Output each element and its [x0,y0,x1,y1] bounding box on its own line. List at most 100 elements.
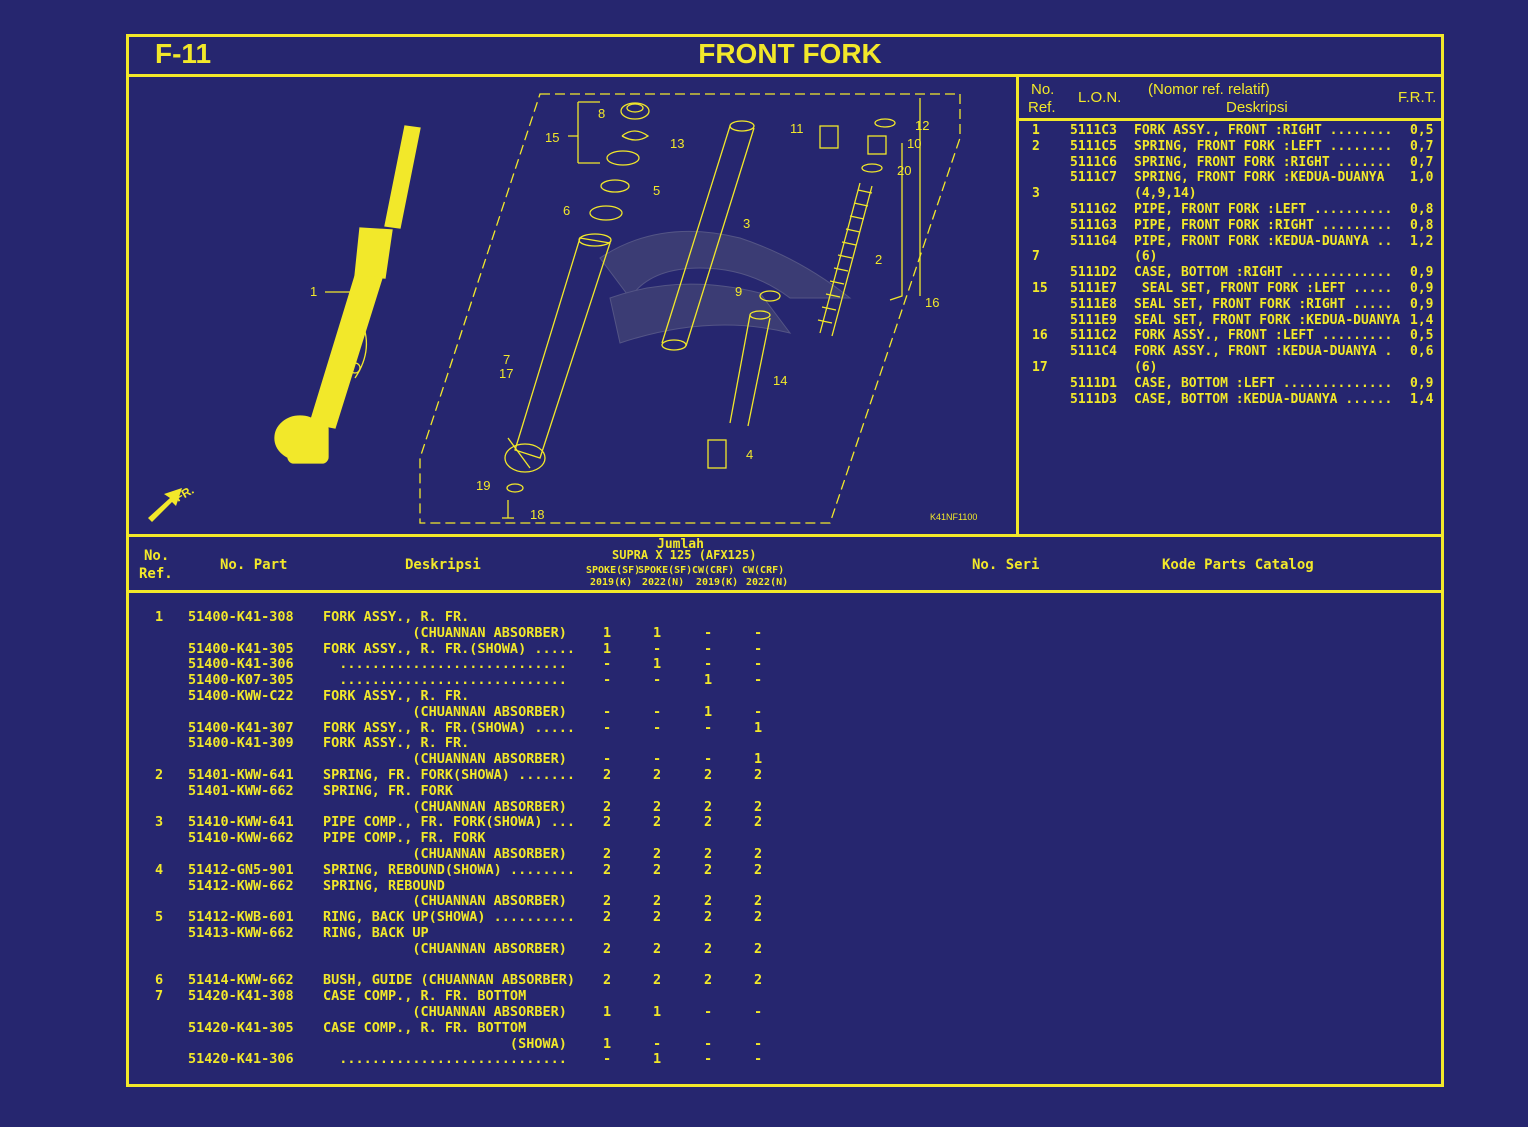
parts-cell-qty: - [603,703,612,720]
part-4 [707,439,727,469]
parts-cell-part: 51410-KWW-641 [188,814,294,831]
lon-cell-frt: 0,9 [1410,296,1434,312]
svg-text:16: 16 [925,295,939,310]
pipe-part-3 [661,120,755,351]
parts-cell-desc: (CHUANNAN ABSORBER) [323,893,567,910]
lon-cell-lon: 5111G2 [1070,201,1117,217]
svg-text:11: 11 [790,121,804,136]
parts-cell-qty: - [653,751,662,768]
parts-cell-desc: (CHUANNAN ABSORBER) [323,845,567,862]
parts-cell-part: 51412-KWB-601 [188,909,294,926]
rod-part-14 [729,310,771,427]
lon-header-divider [1016,118,1444,121]
parts-cell-part: 51412-KWW-662 [188,877,294,894]
parts-cell-part: 51413-KWW-662 [188,924,294,941]
lon-cell-lon: 5111C6 [1070,154,1117,170]
diagram-divider [1016,74,1019,536]
lon-cell-frt: 0,5 [1410,328,1434,344]
lon-cell-ref: 17 [1032,359,1048,375]
parts-cell-ref: 6 [155,972,164,989]
part-12 [874,118,896,128]
lon-cell-ref: 16 [1032,328,1048,344]
parts-cell-desc: FORK ASSY., R. FR. [323,735,470,752]
parts-cell-part: 51420-K41-306 [188,1051,294,1068]
lon-cell-frt: 1,4 [1410,312,1434,328]
parts-cell-part: 51401-KWW-641 [188,766,294,783]
parts-cell-qty: 1 [653,1051,662,1068]
parts-cell-qty: 2 [603,893,612,910]
parts-cell-part: 51400-KWW-C22 [188,687,294,704]
parts-cell-qty: 2 [704,861,713,878]
page-title: FRONT FORK [698,38,882,69]
lon-cell-desc: SPRING, FRONT FORK :RIGHT ....... [1134,154,1393,170]
parts-cell-desc: FORK ASSY., R. FR. [323,687,470,704]
lon-cell-desc: (6) [1134,249,1158,265]
parts-cell-qty: - [704,640,713,657]
parts-cell-qty: 1 [704,672,713,689]
parts-cell-qty: 2 [653,814,662,831]
parts-cell-desc: (CHUANNAN ABSORBER) [323,703,567,720]
parts-cell-desc: (CHUANNAN ABSORBER) [323,1003,567,1020]
lon-cell-lon: 5111G4 [1070,233,1117,249]
svg-text:12: 12 [915,118,929,133]
parts-cell-qty: 2 [704,940,713,957]
parts-cell-qty: 1 [754,751,763,768]
parts-cell-qty: - [653,703,662,720]
parts-cell-qty: - [754,1051,763,1068]
parts-cell-qty: 1 [704,703,713,720]
parts-cell-qty: 2 [704,845,713,862]
parts-cell-desc: (CHUANNAN ABSORBER) [323,798,567,815]
parts-cell-qty: 2 [704,909,713,926]
parts-row: (CHUANNAN ABSORBER)---1 [130,751,830,767]
parts-cell-qty: 1 [603,624,612,641]
lon-cell-ref: 3 [1032,186,1040,202]
parts-cell-qty: - [653,719,662,736]
parts-cell-qty: - [653,1035,662,1052]
parts-header-variant: CW(CRF) [742,565,785,576]
lon-cell-lon: 5111G3 [1070,217,1117,233]
lon-cell-lon: 5111D3 [1070,391,1117,407]
parts-header-ref: Ref. [139,566,173,582]
parts-cell-desc: (CHUANNAN ABSORBER) [323,624,567,641]
parts-cell-qty: 2 [603,972,612,989]
lon-cell-desc: CASE, BOTTOM :LEFT .............. [1134,375,1393,391]
parts-cell-desc: FORK ASSY., R. FR. [323,609,470,625]
lon-header-frt: F.R.T. [1398,89,1437,106]
lon-cell-frt: 0,9 [1410,265,1434,281]
parts-cell-part: 51420-K41-305 [188,1019,294,1036]
parts-row: 51420-K41-305 CASE COMP., R. FR. BOTTOM [130,1020,830,1036]
svg-text:7: 7 [503,352,510,367]
part-9 [759,290,781,302]
parts-cell-qty: 2 [603,766,612,783]
lon-cell-desc: CASE, BOTTOM :RIGHT ............. [1134,265,1393,281]
catalog-frame [126,34,1444,1087]
parts-cell-part: 51400-K41-308 [188,609,294,625]
parts-cell-qty: 2 [704,972,713,989]
svg-text:5: 5 [653,183,660,198]
parts-cell-qty: 1 [754,719,763,736]
parts-cell-qty: 2 [754,909,763,926]
parts-cell-qty: - [754,703,763,720]
svg-text:3: 3 [743,216,750,231]
lon-row: 7(6) [1022,249,1440,265]
honda-logo [599,230,852,344]
parts-header-desc: Deskripsi [405,557,481,573]
lon-cell-frt: 1,0 [1410,170,1434,186]
parts-cell-qty: - [704,751,713,768]
parts-cell-desc: CASE COMP., R. FR. BOTTOM [323,1019,527,1036]
lon-cell-ref: 2 [1032,138,1040,154]
parts-header-no: No. [144,548,170,564]
parts-cell-qty: 2 [653,798,662,815]
svg-text:13: 13 [670,136,684,151]
